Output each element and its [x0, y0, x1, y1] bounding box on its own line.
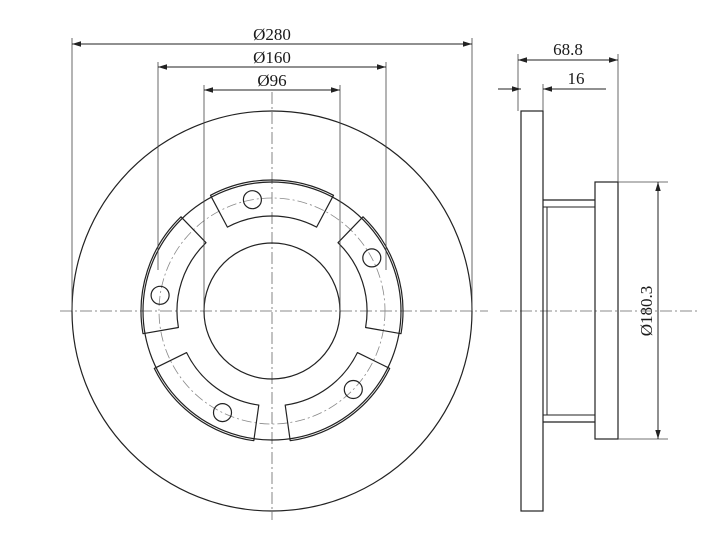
bolt-pocket: [337, 216, 404, 335]
hat-outer-edge: [142, 181, 402, 441]
bolt-pockets: [140, 179, 404, 442]
bolt-hole: [150, 285, 170, 305]
front-view: Ø280 Ø160 Ø96: [60, 25, 488, 520]
bolt-pocket: [153, 352, 260, 442]
bolt-pocket: [284, 352, 391, 442]
label-overall-height: 68.8: [553, 40, 583, 59]
mounting-flange: [594, 181, 619, 440]
bolt-hole: [212, 403, 233, 423]
label-center-bore-diameter: Ø96: [257, 71, 286, 90]
label-bolt-circle-diameter: Ø160: [253, 48, 291, 67]
side-view: 68.8 16 Ø180.3: [498, 40, 700, 512]
bolt-pitch-circle: [158, 197, 386, 425]
bolt-hole: [242, 190, 262, 210]
side-disc-ring: [520, 110, 544, 512]
label-hat-diameter: Ø180.3: [637, 286, 656, 337]
bolt-hole: [343, 379, 363, 400]
bolt-hole: [362, 248, 382, 268]
bolt-pocket: [209, 179, 335, 228]
label-disc-thickness: 16: [568, 69, 585, 88]
bolt-pocket: [140, 216, 207, 335]
label-outer-diameter: Ø280: [253, 25, 291, 44]
